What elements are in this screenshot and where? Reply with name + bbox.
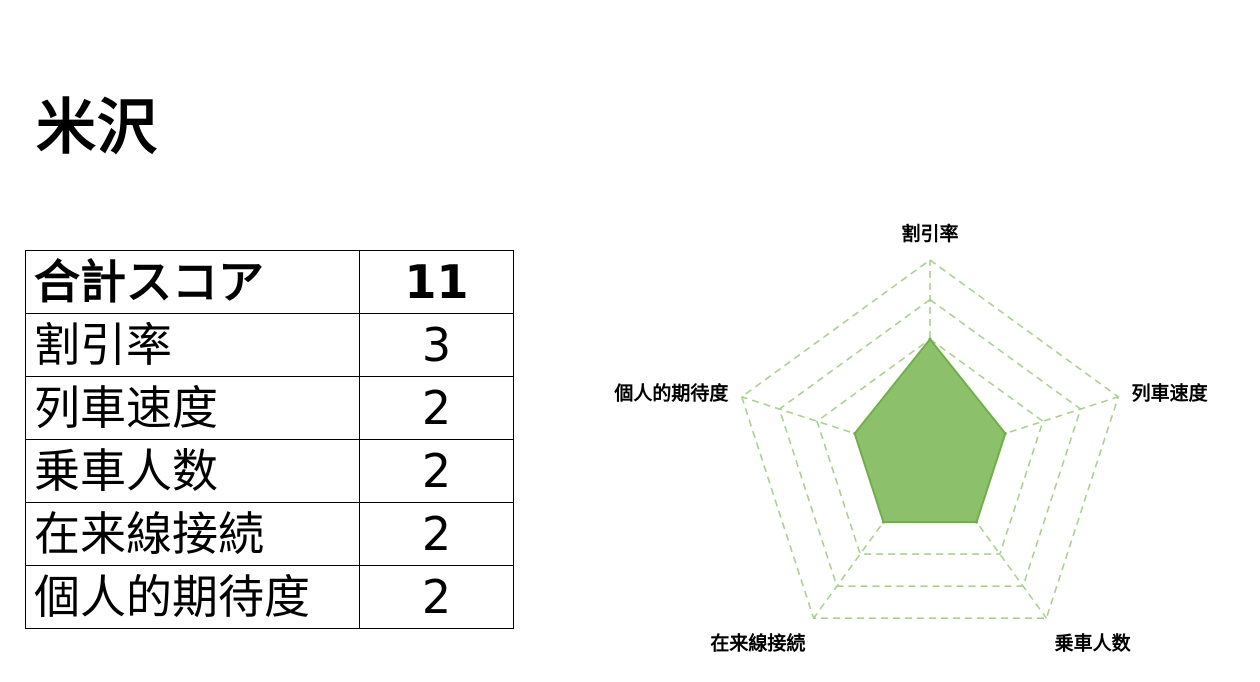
table-row: 列車速度 2 <box>25 376 514 440</box>
radar-axis-label: 割引率 <box>901 222 958 245</box>
table-row: 個人的期待度 2 <box>25 565 514 629</box>
page-title: 米沢 <box>36 93 158 163</box>
radar-axis-label: 個人的期待度 <box>613 381 729 404</box>
radar-data-point <box>975 520 979 524</box>
row-label: 個人的期待度 <box>25 565 360 629</box>
radar-axis-spoke <box>812 457 931 619</box>
row-value: 2 <box>359 565 514 629</box>
radar-data-point <box>928 337 932 341</box>
row-value: 2 <box>359 502 514 566</box>
row-value: 2 <box>359 439 514 503</box>
radar-data-point <box>1003 432 1007 436</box>
total-score-value: 11 <box>359 250 514 314</box>
radar-axis-label: 列車速度 <box>1132 381 1209 404</box>
row-value: 2 <box>359 376 514 440</box>
row-label: 割引率 <box>25 313 360 377</box>
score-table: 合計スコア 11 割引率 3 列車速度 2 乗車人数 2 在来線接続 2 個人的… <box>25 250 514 629</box>
radar-axis-spoke <box>741 396 931 459</box>
table-row: 割引率 3 <box>25 313 514 377</box>
row-label: 列車速度 <box>25 376 360 440</box>
radar-grid-ring <box>816 338 1044 555</box>
row-value: 3 <box>359 313 514 377</box>
row-label: 在来線接続 <box>25 502 360 566</box>
row-label: 乗車人数 <box>25 439 360 503</box>
radar-data-area <box>853 338 1007 524</box>
table-row-total: 合計スコア 11 <box>25 250 514 314</box>
table-row: 在来線接続 2 <box>25 502 514 566</box>
radar-data-point <box>881 520 885 524</box>
radar-grid-ring <box>740 259 1120 619</box>
radar-axis-spoke <box>929 396 1119 459</box>
radar-data-point <box>853 432 857 436</box>
total-score-label: 合計スコア <box>25 250 360 314</box>
radar-axis-label: 在来線接続 <box>710 632 805 655</box>
radar-axis-spoke <box>929 457 1048 619</box>
table-row: 乗車人数 2 <box>25 439 514 503</box>
radar-axis-label: 乗車人数 <box>1055 632 1132 655</box>
